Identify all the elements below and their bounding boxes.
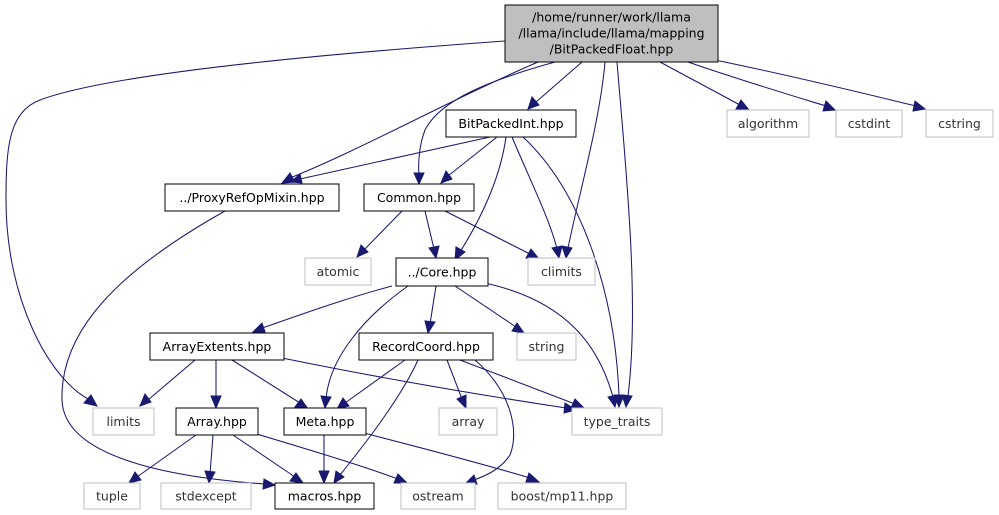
edge-recordcoord-to-array_std: [446, 359, 467, 410]
svg-text:cstring: cstring: [938, 116, 981, 131]
node-common[interactable]: Common.hpp: [363, 183, 475, 212]
svg-text:tuple: tuple: [96, 489, 128, 504]
node-cstdint: cstdint: [835, 109, 903, 138]
svg-text:string: string: [529, 339, 565, 354]
svg-text:BitPackedInt.hpp: BitPackedInt.hpp: [458, 116, 563, 131]
edge-root-to-type_traits: [616, 61, 634, 409]
node-type_traits: type_traits: [571, 407, 663, 436]
edge-meta-to-macros: [318, 435, 330, 485]
svg-text:boost/mp11.hpp: boost/mp11.hpp: [511, 489, 614, 504]
node-root-line-1: /home/runner/work/llama: [532, 10, 691, 25]
svg-text:Meta.hpp: Meta.hpp: [296, 414, 355, 429]
edge-core-to-meta: [320, 285, 409, 410]
svg-text:Array.hpp: Array.hpp: [187, 414, 247, 429]
edge-array_hpp-to-stdexcept: [204, 434, 216, 485]
edge-meta-to-mp11: [359, 431, 541, 483]
edge-array_hpp-to-tuple: [128, 434, 197, 484]
edge-root-to-limits: [5, 40, 506, 407]
svg-text:macros.hpp: macros.hpp: [288, 489, 362, 504]
edge-core-to-arrayextents: [251, 285, 393, 333]
svg-text:algorithm: algorithm: [738, 116, 798, 131]
edge-root-to-cstring: [704, 57, 927, 112]
node-meta[interactable]: Meta.hpp: [283, 407, 367, 436]
svg-text:../Core.hpp: ../Core.hpp: [408, 265, 477, 280]
svg-text:ArrayExtents.hpp: ArrayExtents.hpp: [163, 339, 272, 354]
edge-core-to-type_traits: [479, 281, 619, 409]
node-core[interactable]: ../Core.hpp: [395, 257, 489, 287]
svg-text:../ProxyRefOpMixin.hpp: ../ProxyRefOpMixin.hpp: [179, 190, 324, 205]
node-bitpackedint[interactable]: BitPackedInt.hpp: [445, 109, 577, 138]
svg-text:climits: climits: [541, 264, 582, 279]
edge-common-to-core: [424, 210, 440, 260]
svg-text:ostream: ostream: [412, 489, 463, 504]
svg-text:atomic: atomic: [317, 264, 360, 279]
node-ostream: ostream: [400, 482, 476, 510]
svg-text:RecordCoord.hpp: RecordCoord.hpp: [372, 339, 480, 354]
node-limits: limits: [92, 407, 155, 436]
node-atomic: atomic: [304, 257, 372, 286]
graph-edges: [5, 40, 927, 490]
edge-arrayextents-to-limits: [139, 359, 196, 407]
node-algorithm: algorithm: [726, 109, 810, 138]
edge-root-to-bitpackedint: [527, 61, 583, 110]
edge-root-to-algorithm: [659, 61, 751, 111]
edge-core-to-string: [454, 285, 526, 334]
edge-bitpackedint-to-common: [440, 136, 498, 184]
node-cstring: cstring: [925, 109, 994, 138]
node-proxyref[interactable]: ../ProxyRefOpMixin.hpp: [164, 183, 340, 212]
node-climits: climits: [527, 257, 596, 286]
edge-bitpackedint-to-proxyref: [289, 136, 491, 184]
graph-nodes: /home/runner/work/llama /llama/include/l…: [83, 4, 994, 510]
node-root-line-3: /BitPackedFloat.hpp: [550, 42, 674, 57]
node-string: string: [516, 332, 577, 361]
edge-recordcoord-to-ostream: [463, 359, 515, 485]
node-macros[interactable]: macros.hpp: [274, 482, 375, 510]
edge-array_hpp-to-ostream: [249, 431, 409, 484]
edge-root-to-common: [413, 61, 556, 186]
edge-core-to-recordcoord: [424, 285, 437, 335]
svg-text:Common.hpp: Common.hpp: [377, 190, 461, 205]
edge-root-to-proxyref: [280, 61, 539, 184]
edge-arrayextents-to-array_hpp: [210, 360, 222, 410]
node-recordcoord[interactable]: RecordCoord.hpp: [358, 332, 494, 361]
edge-proxyref-to-macros: [61, 210, 277, 490]
node-array-hpp[interactable]: Array.hpp: [175, 407, 259, 436]
edge-arrayextents-to-meta: [231, 359, 310, 410]
edge-bitpackedint-to-climits: [511, 136, 563, 260]
svg-text:cstdint: cstdint: [848, 116, 891, 131]
svg-text:array: array: [452, 414, 485, 429]
node-arrayextents[interactable]: ArrayExtents.hpp: [149, 332, 285, 361]
node-root-line-2: /llama/include/llama/mapping: [518, 26, 704, 41]
edge-bitpackedint-to-core: [454, 136, 507, 262]
svg-text:type_traits: type_traits: [584, 414, 651, 429]
node-tuple: tuple: [83, 482, 141, 510]
svg-text:stdexcept: stdexcept: [175, 489, 236, 504]
edge-common-to-atomic: [356, 210, 403, 258]
edge-root-to-cstdint: [687, 61, 837, 112]
edge-recordcoord-to-macros: [333, 359, 419, 484]
edge-array_hpp-to-macros: [232, 434, 305, 484]
svg-text:limits: limits: [106, 414, 140, 429]
node-root[interactable]: /home/runner/work/llama /llama/include/l…: [504, 4, 719, 63]
node-array-std: array: [438, 407, 498, 436]
node-stdexcept: stdexcept: [160, 482, 252, 510]
node-mp11: boost/mp11.hpp: [497, 482, 627, 510]
edge-root-to-climits: [561, 61, 606, 260]
